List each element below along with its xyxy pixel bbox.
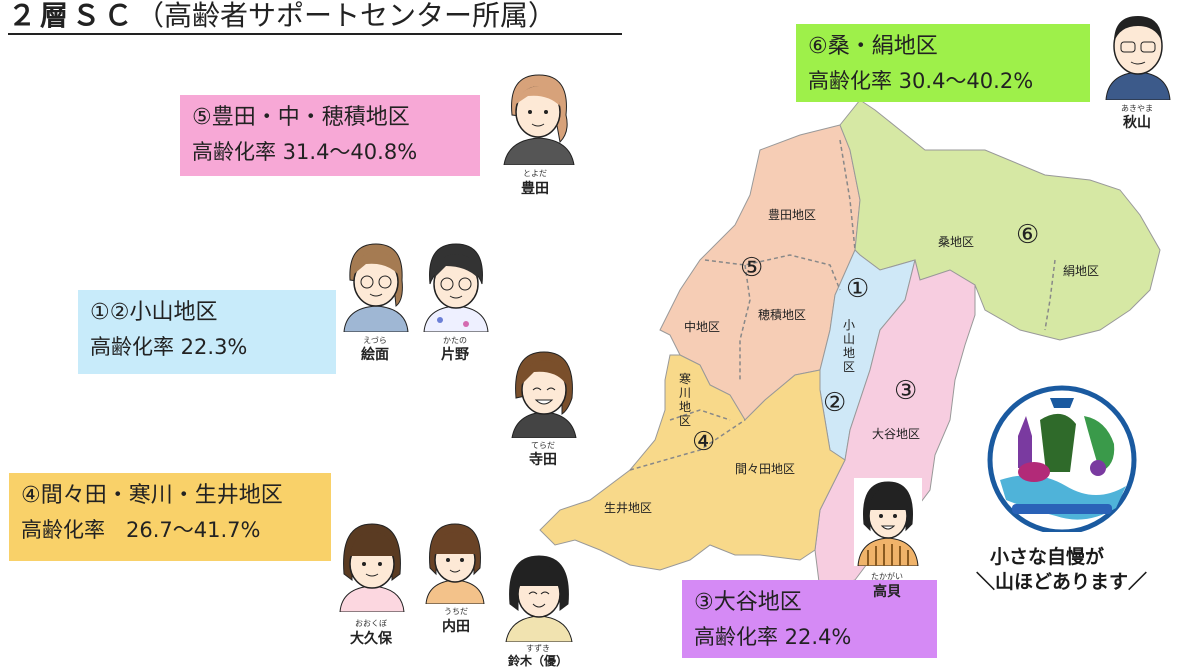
label-samukawa: 寒川地区 xyxy=(679,372,692,428)
district-boundaries xyxy=(629,139,1056,471)
page-title-main: ２層ＳＣ xyxy=(8,0,137,32)
region-rate: 高齢化率 22.4% xyxy=(694,625,852,649)
region-box-oya: ③大谷地区 高齢化率 22.4% xyxy=(682,580,937,658)
region-name: ⑤豊田・中・穂積地区 xyxy=(192,105,410,130)
ruby-okubo: おおくぼ xyxy=(355,619,387,628)
title-underline xyxy=(8,33,622,35)
name-takagai: 高貝 xyxy=(873,584,901,600)
ruby-katano: かたの xyxy=(443,336,467,345)
ruby-toyoda: とよだ xyxy=(523,169,547,178)
avatar-akiyama xyxy=(1105,16,1171,100)
page-title-sub: （高齢者サポートセンター所属） xyxy=(136,0,557,32)
name-katano: 片野 xyxy=(441,347,469,363)
ruby-suzuki: すずき xyxy=(526,644,550,653)
logo-slogan-1: 小さな自慢が xyxy=(990,546,1105,568)
label-namai: 生井地区 xyxy=(604,501,653,515)
label-mamada: 間々田地区 xyxy=(735,462,796,476)
name-ezura: 絵面 xyxy=(361,347,389,363)
label-hozumi: 穂積地区 xyxy=(758,308,807,322)
ruby-ezura: えづら xyxy=(363,336,387,345)
map-number-6: ⑥ xyxy=(1016,220,1040,250)
name-suzuki: 鈴木（優） xyxy=(507,654,568,668)
region-box-oyama: ①②小山地区 高齢化率 22.3% xyxy=(78,290,336,374)
region-rate: 高齢化率 26.7～41.7% xyxy=(21,518,261,542)
region-rate: 高齢化率 30.4～40.2% xyxy=(808,69,1034,93)
label-oya: 大谷地区 xyxy=(872,427,921,441)
avatar-katano xyxy=(423,243,489,332)
region-box-mamada: ④間々田・寒川・生井地区 高齢化率 26.7～41.7% xyxy=(9,473,331,561)
avatar-suzuki xyxy=(505,555,573,642)
label-kuwa: 桑地区 xyxy=(938,235,975,249)
logo-slogan-deco-right: ／ xyxy=(1128,571,1148,593)
ruby-terada: てらだ xyxy=(531,441,555,450)
avatar-ezura xyxy=(343,243,409,332)
region-box-toyoda: ⑤豊田・中・穂積地区 高齢化率 31.4～40.8% xyxy=(180,95,480,176)
logo-slogan-2: ＼山ほどあります／ xyxy=(976,567,1147,594)
logo-slogan-line2: 山ほどあります xyxy=(995,571,1129,593)
label-oyama: 小山地区 xyxy=(843,318,856,374)
ruby-takagai: たかがい xyxy=(871,572,903,581)
map-number-3: ③ xyxy=(894,376,918,406)
region-name: ①②小山地区 xyxy=(90,300,218,325)
avatar-toyoda xyxy=(503,74,575,165)
page-title: ２層ＳＣ（高齢者サポートセンター所属） xyxy=(8,0,556,34)
map-number-2: ② xyxy=(823,388,847,418)
avatar-terada xyxy=(511,351,577,438)
area-mamada-samukawa-namai[interactable] xyxy=(539,354,846,571)
ruby-akiyama: あきやま xyxy=(1121,104,1153,113)
region-rate: 高齢化率 31.4～40.8% xyxy=(192,140,418,164)
avatar-okubo xyxy=(339,523,405,612)
avatar-uchida xyxy=(425,523,485,604)
region-box-kuwa-kinu: ⑥桑・絹地区 高齢化率 30.4～40.2% xyxy=(796,24,1090,102)
region-name: ④間々田・寒川・生井地区 xyxy=(21,483,283,508)
label-naka: 中地区 xyxy=(684,320,721,334)
name-okubo: 大久保 xyxy=(350,631,392,647)
region-name: ⑥桑・絹地区 xyxy=(808,34,938,59)
name-toyoda: 豊田 xyxy=(521,181,549,197)
map-number-5: ⑤ xyxy=(740,253,764,283)
ruby-uchida: うちだ xyxy=(444,607,468,616)
name-terada: 寺田 xyxy=(529,452,557,468)
map-number-1: ① xyxy=(846,274,870,304)
name-akiyama: 秋山 xyxy=(1123,115,1151,131)
label-toyoda: 豊田地区 xyxy=(768,208,817,222)
name-uchida: 内田 xyxy=(442,619,470,635)
city-logo xyxy=(987,385,1137,532)
region-name: ③大谷地区 xyxy=(694,590,802,615)
avatar-takagai xyxy=(854,478,922,566)
logo-slogan-deco-left: ＼ xyxy=(976,571,996,593)
region-rate: 高齢化率 22.3% xyxy=(90,335,248,359)
label-kinu: 絹地区 xyxy=(1063,264,1100,278)
map-number-4: ④ xyxy=(692,427,716,457)
